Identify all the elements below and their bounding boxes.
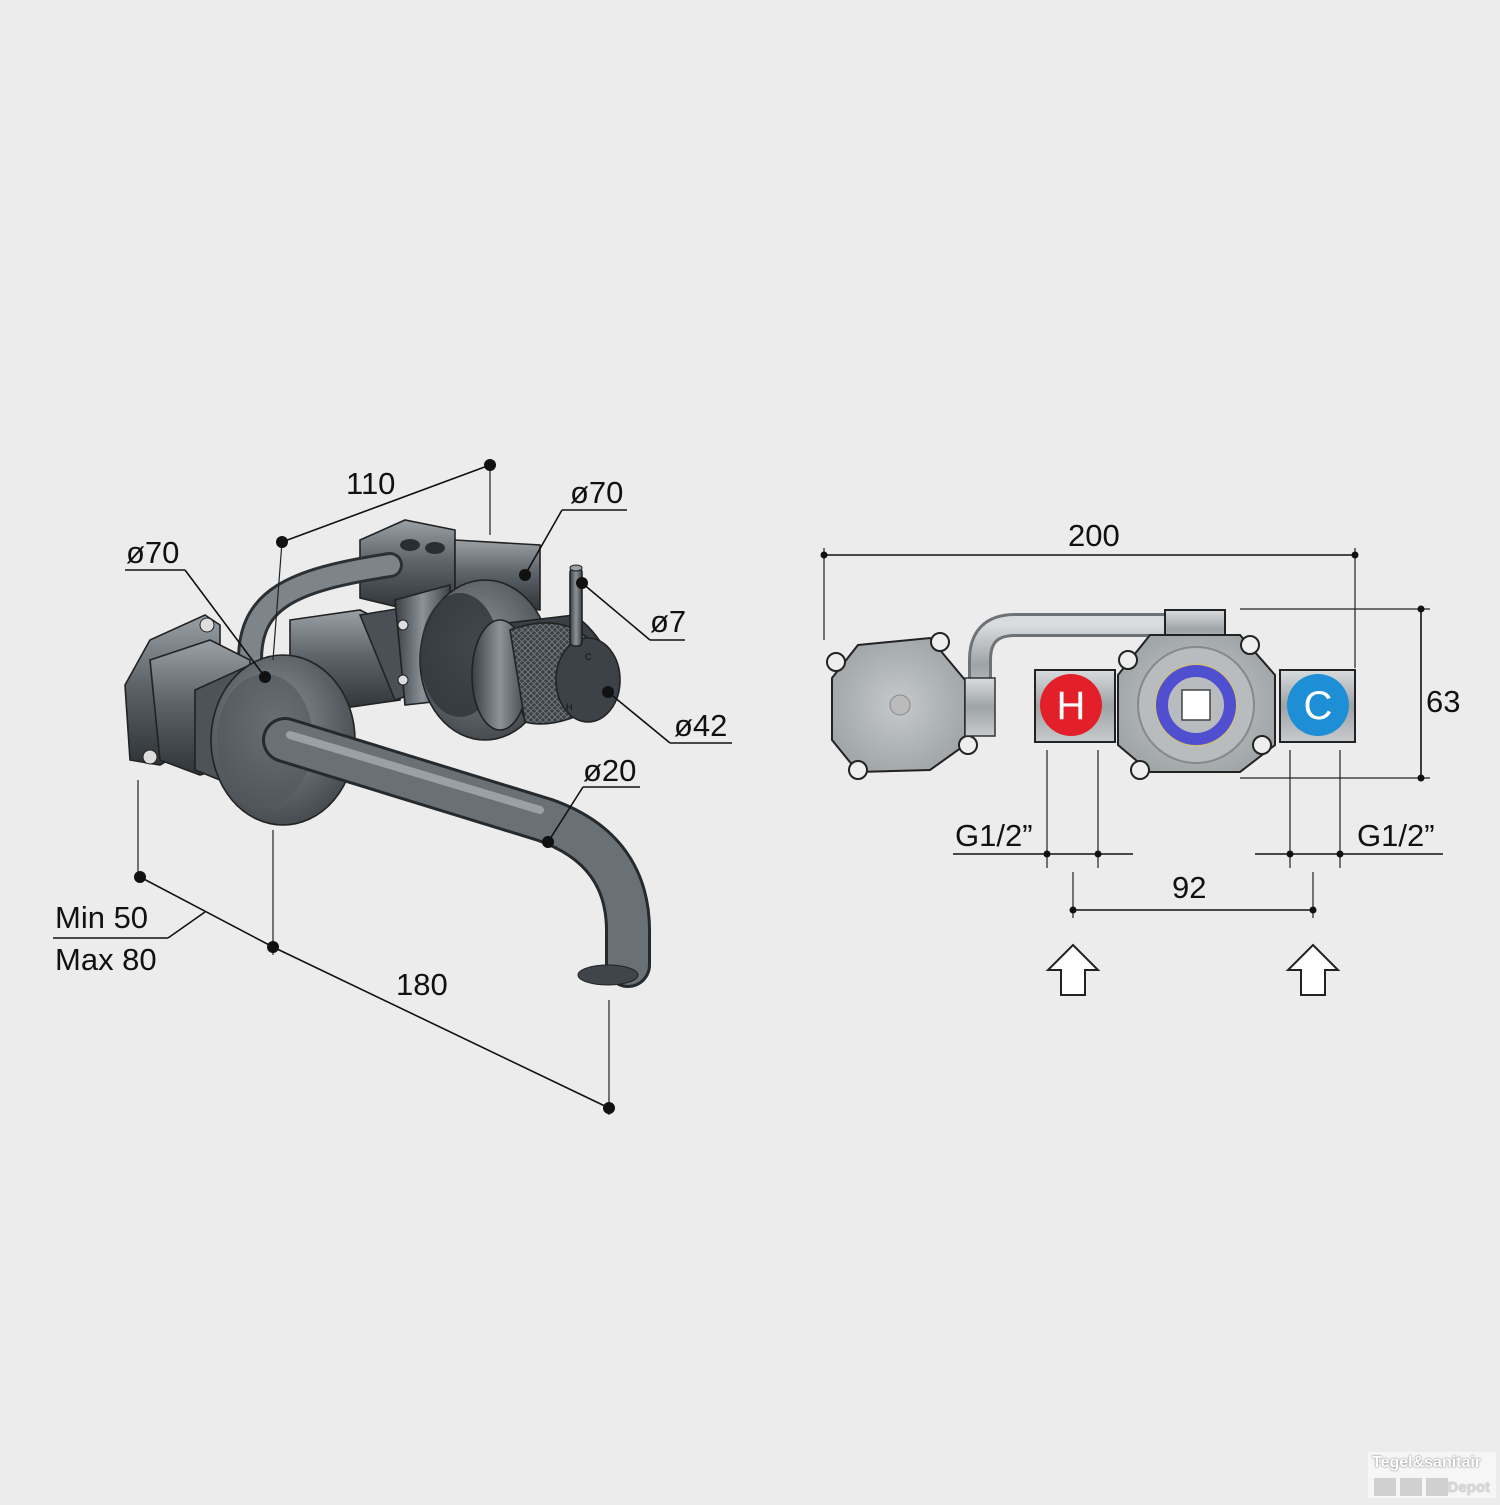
watermark: Tegel&sanitair Depot: [1368, 1452, 1496, 1498]
dim-dot: [1309, 906, 1317, 914]
dim-line-180: [272, 946, 610, 1109]
dim-max: Max 80: [55, 942, 157, 977]
dim-dot: [602, 686, 614, 698]
cold-inlet-arrow-icon: [1285, 943, 1341, 996]
spout-outlet: [577, 964, 639, 986]
lug: [1118, 650, 1138, 670]
bypass-pipe: [971, 616, 1190, 705]
watermark-sub: Depot: [1447, 1479, 1491, 1496]
leader: [167, 911, 206, 939]
dim-dot: [1094, 850, 1102, 858]
dim-dot: [1286, 850, 1294, 858]
dim-dot: [603, 1102, 615, 1114]
dim-200: 200: [1068, 518, 1120, 553]
dim-dot: [1069, 906, 1077, 914]
hot-inlet-arrow-icon: [1045, 943, 1101, 996]
collar-screw: [397, 619, 409, 631]
right-dimensions: 200 63 G1/2” G1/2” 92: [820, 518, 1460, 996]
dim-63: 63: [1426, 684, 1460, 719]
spindle-square: [1181, 689, 1211, 721]
dim-dot: [820, 551, 828, 559]
outlet-body-plug: [889, 694, 911, 716]
leader: [524, 509, 563, 576]
dim-dot: [576, 577, 588, 589]
spout: [265, 720, 649, 985]
handle-cap: [555, 637, 621, 723]
dim-110: 110: [346, 466, 395, 501]
connecting-pipe: [240, 555, 400, 670]
leader: [184, 569, 266, 678]
dim-thread-right: G1/2”: [1357, 818, 1435, 853]
cold-badge: [1287, 674, 1349, 736]
lever-top: [569, 564, 583, 572]
lug: [1252, 735, 1272, 755]
dim-rosette-left: ø70: [126, 535, 179, 570]
handle-mark-hot: H: [566, 702, 573, 712]
watermark-brand: Tegel&sanitair: [1372, 1454, 1482, 1471]
leader: [581, 582, 651, 641]
hot-label: H: [1057, 684, 1086, 728]
ext-line: [272, 541, 283, 661]
dim-dot: [276, 536, 288, 548]
dim-dot: [1043, 850, 1051, 858]
hot-badge: [1040, 674, 1102, 736]
lug: [1240, 635, 1260, 655]
dim-min: Min 50: [55, 900, 148, 935]
dim-dot: [259, 671, 271, 683]
watermark-tile-icon: [1400, 1478, 1422, 1496]
leader: [547, 786, 584, 843]
dim-line-110: [281, 464, 491, 543]
valve-bolt: [400, 539, 420, 551]
dim-spout: ø20: [583, 753, 636, 788]
dim-line-depth: [139, 876, 274, 948]
mounting-screw: [199, 617, 215, 633]
dim-dot: [1417, 605, 1425, 613]
cold-label: C: [1304, 684, 1333, 728]
cartridge-spindle-ring: [1156, 665, 1236, 745]
left-dimensions: 110 ø70 ø70 ø7 ø42 ø20 Min 50: [53, 459, 732, 1115]
dim-dot: [1351, 551, 1359, 559]
dim-dot: [1336, 850, 1344, 858]
watermark-drop-icon: [1374, 1478, 1396, 1496]
handle-mark-cold: C: [585, 652, 592, 662]
dim-dot: [542, 836, 554, 848]
collar-screw: [397, 674, 409, 686]
lug: [1130, 760, 1150, 780]
lug: [930, 632, 950, 652]
dim-dot: [1417, 774, 1425, 782]
concealed-body: H C: [826, 609, 1356, 780]
lug: [826, 652, 846, 672]
dim-dot: [134, 871, 146, 883]
dim-lever: ø7: [650, 604, 686, 639]
spout-highlight: [286, 731, 544, 814]
dim-rosette-right: ø70: [570, 475, 623, 510]
outlet-stub: [964, 677, 996, 737]
tap-assembly: C H: [124, 519, 652, 988]
watermark-tile-icon: [1426, 1478, 1448, 1496]
dim-dot: [519, 569, 531, 581]
dim-92: 92: [1172, 870, 1206, 905]
mounting-screw: [142, 749, 158, 765]
dim-thread-left: G1/2”: [955, 818, 1033, 853]
valve-bolt: [425, 542, 445, 554]
leader: [607, 691, 671, 744]
dim-180: 180: [396, 967, 448, 1002]
dim-dot: [484, 459, 496, 471]
lug: [958, 735, 978, 755]
dim-handle: ø42: [674, 708, 727, 743]
lug: [848, 760, 868, 780]
